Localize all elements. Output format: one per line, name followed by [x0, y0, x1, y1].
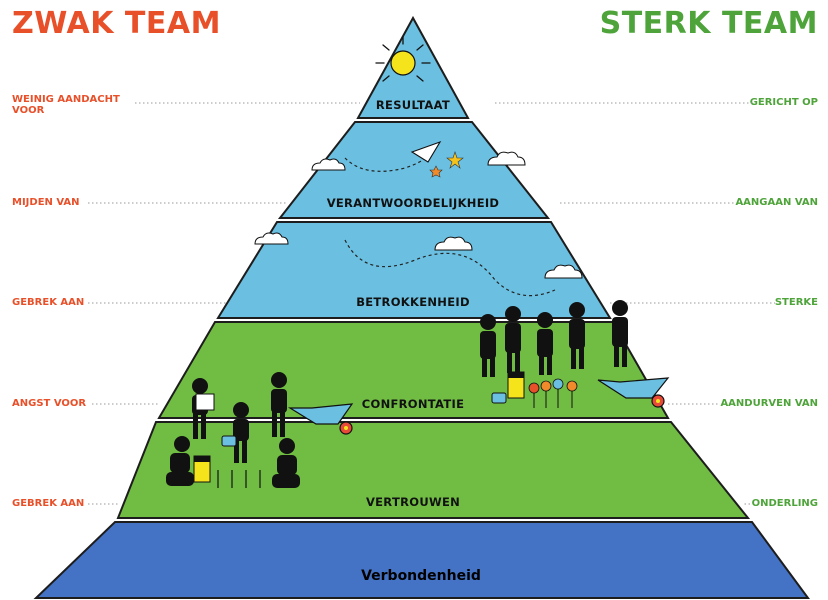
- watering-can-icon: [221, 435, 237, 447]
- star-icon: [446, 151, 464, 169]
- paper-plane-icon: [410, 140, 442, 163]
- cloud-icon: [544, 264, 583, 279]
- paper-icon: [195, 393, 215, 411]
- level-vertrouwen: [116, 421, 751, 519]
- right-label-resultaat: GERICHT OP: [749, 97, 818, 108]
- flowers: [528, 378, 578, 408]
- sprouts: [217, 470, 261, 488]
- weak-team-title: ZWAK TEAM: [12, 6, 221, 41]
- cloud-icon: [487, 151, 526, 166]
- cloud-icon: [311, 158, 346, 171]
- person-figure: [272, 438, 300, 488]
- person-figure: [612, 300, 628, 367]
- level-verantwoordelijkheid: [277, 121, 551, 219]
- star-icon: [429, 165, 443, 178]
- person-figure: [233, 402, 249, 463]
- right-label-betrokkenheid: STERKE: [774, 297, 818, 308]
- level-label-verbondenheid: Verbondenheid: [361, 568, 481, 584]
- strong-team-title: STERK TEAM: [599, 6, 818, 41]
- watering-can-icon: [491, 392, 507, 404]
- right-label-verantwoordelijkheid: AANGAAN VAN: [735, 197, 818, 208]
- level-label-betrokkenheid: BETROKKENHEID: [356, 295, 470, 309]
- left-label-verantwoordelijkheid: MIJDEN VAN: [12, 197, 80, 208]
- wheelbarrow-icon: [287, 403, 354, 435]
- right-label-confrontatie: AANDURVEN VAN: [720, 398, 818, 409]
- level-label-resultaat: RESULTAAT: [376, 98, 450, 112]
- left-label-vertrouwen: GEBREK AAN: [12, 498, 85, 509]
- cloud-icon: [434, 236, 473, 251]
- seed-box-icon: [507, 371, 525, 399]
- level-label-confrontatie: CONFRONTATIE: [362, 397, 465, 411]
- person-figure: [480, 314, 496, 377]
- person-figure: [166, 436, 194, 486]
- seed-box-icon: [193, 455, 211, 483]
- person-figure: [537, 312, 553, 375]
- right-label-vertrouwen: ONDERLING: [751, 498, 818, 509]
- cloud-icon: [254, 232, 289, 245]
- wheelbarrow-icon: [597, 377, 670, 408]
- left-label-betrokkenheid: GEBREK AAN: [12, 297, 85, 308]
- team-people-group-right: [480, 300, 628, 377]
- sun-icon: [375, 36, 431, 82]
- person-figure: [505, 306, 521, 373]
- person-figure: [271, 372, 287, 437]
- person-figure: [569, 302, 585, 369]
- level-verbondenheid: [33, 521, 810, 599]
- level-label-vertrouwen: VERTROUWEN: [366, 495, 460, 509]
- leader-lines: [88, 102, 775, 505]
- level-betrokkenheid: [216, 221, 612, 319]
- team-people-group-left: [166, 372, 300, 488]
- level-label-verantwoordelijkheid: VERANTWOORDELIJKHEID: [327, 196, 500, 210]
- left-label-resultaat: WEINIG AANDACHT VOOR: [12, 94, 120, 116]
- left-label-confrontatie: ANGST VOOR: [12, 398, 87, 409]
- flight-path: [344, 239, 556, 297]
